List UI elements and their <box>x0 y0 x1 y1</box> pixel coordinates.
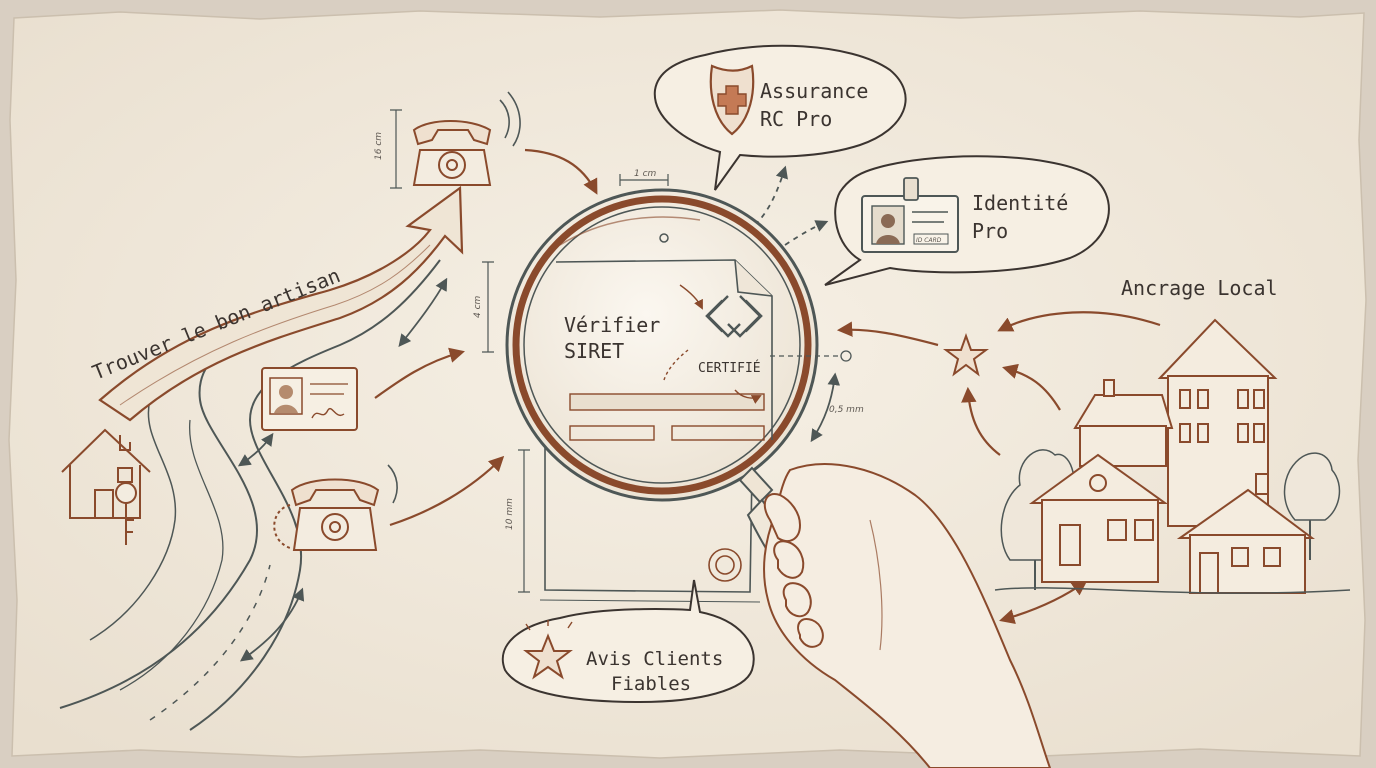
document-sheet <box>539 440 761 603</box>
gap-label: 0,5 mm <box>829 405 864 415</box>
id-card-icon <box>261 367 358 431</box>
shield-cross-icon <box>709 64 755 136</box>
phone-icon <box>273 464 398 551</box>
certify-mini-arrows <box>663 284 762 404</box>
verify-label-line1: Vérifier <box>564 313 660 337</box>
id-badge-text: ID CARD <box>916 237 942 244</box>
id-badge-icon <box>861 177 959 253</box>
phone-height-label: 16 cm <box>374 132 384 160</box>
certified-label: CERTIFIÉ <box>698 360 761 376</box>
doc-height-label: 4 cm <box>473 295 483 318</box>
doc-height-dimension <box>482 261 494 353</box>
phone-height-dimension <box>390 109 402 189</box>
star-icon <box>523 620 573 680</box>
lower-height-dimension <box>518 449 530 593</box>
verify-label-line2: SIRET <box>564 339 624 363</box>
identity-label-line2: Pro <box>972 219 1008 243</box>
village-icon <box>994 318 1351 594</box>
star-icon <box>943 333 989 377</box>
reviews-bubble <box>502 579 755 704</box>
magnifier-icon <box>505 188 819 502</box>
siret-document <box>555 259 773 441</box>
insurance-label-line1: Assurance <box>760 79 868 103</box>
lower-height-label: 10 mm <box>505 498 515 530</box>
local-label: Ancrage Local <box>1121 276 1278 300</box>
hand-icon <box>763 463 1052 768</box>
top-width-dimension <box>619 174 669 186</box>
reviews-label-line1: Avis Clients <box>586 648 723 670</box>
house-key-icon <box>61 428 151 545</box>
certificate-logo-icon <box>705 295 763 338</box>
insurance-label-line2: RC Pro <box>760 107 832 131</box>
flow-arrows <box>374 148 1161 625</box>
top-width-label: 1 cm <box>634 169 657 179</box>
gap-connector <box>770 350 852 362</box>
rising-arrow <box>98 185 464 422</box>
phone-icon <box>412 91 521 186</box>
identity-label-line1: Identité <box>972 191 1068 215</box>
reviews-label-line2: Fiables <box>611 673 691 695</box>
side-arrows <box>237 165 841 662</box>
